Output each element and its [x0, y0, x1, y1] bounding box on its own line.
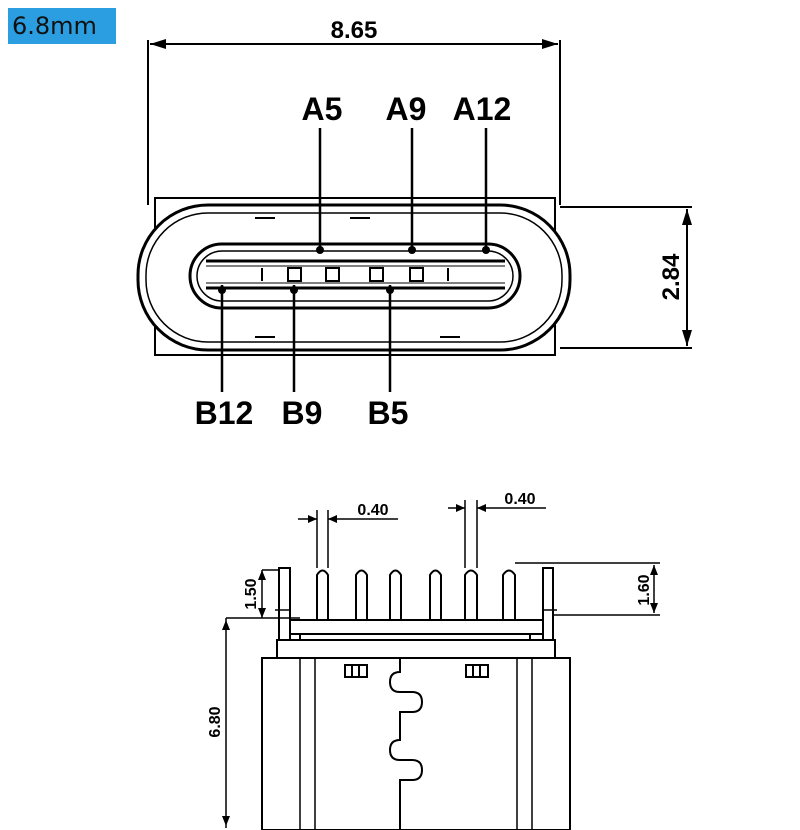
- size-badge: 6.8mm: [8, 8, 116, 44]
- pin-width-arrow-l2: [456, 504, 465, 512]
- leader-dot-a5: [316, 246, 324, 254]
- pin-label-a12: A12: [453, 91, 512, 127]
- height-arrow-top: [682, 209, 692, 225]
- body-flange: [276, 639, 556, 659]
- side-pin: [464, 569, 478, 620]
- pin-label-a9: A9: [386, 91, 427, 127]
- latch-window-left: [344, 664, 368, 678]
- break-line: [388, 658, 424, 830]
- side-pin: [389, 569, 402, 620]
- contact-pad: [409, 267, 424, 282]
- width-arrow-left: [150, 39, 166, 49]
- right-h-arrow-bottom: [650, 603, 658, 613]
- contact-pad: [369, 267, 384, 282]
- leader-dot-b12: [218, 286, 226, 294]
- body-h-arrow-bottom: [222, 816, 230, 826]
- leader-dot-a12: [482, 246, 490, 254]
- leader-dot-b5: [386, 286, 394, 294]
- contact-pad: [287, 267, 302, 282]
- height-arrow-bottom: [682, 330, 692, 346]
- top-view: 8.65 A5 A9 A12: [136, 17, 692, 431]
- pin-width-arrow-r: [328, 515, 337, 523]
- left-h-arrow-top: [258, 570, 266, 580]
- right-pin-height-label: 1.60: [636, 574, 653, 605]
- housing-top-bar: [289, 619, 544, 635]
- right-h-arrow-top: [650, 565, 658, 575]
- shell-inner: [145, 212, 563, 343]
- pin-label-b9: B9: [282, 395, 323, 431]
- side-pin: [355, 569, 368, 620]
- contact-pad: [325, 267, 340, 282]
- body-main: [261, 657, 571, 830]
- pin-label-b12: B12: [195, 395, 254, 431]
- pin-width-arrow-r2: [477, 504, 486, 512]
- receptacle-opening: [188, 242, 522, 310]
- side-pin: [429, 569, 442, 620]
- body-h-arrow-top: [222, 620, 230, 630]
- width-dim-label: 8.65: [331, 17, 378, 44]
- leader-dot-a9: [408, 246, 416, 254]
- receptacle-inner: [196, 250, 514, 302]
- left-pin-height-label: 1.50: [243, 578, 260, 609]
- mount-leg-left: [278, 567, 291, 640]
- pin-width-arrow-l: [308, 515, 317, 523]
- side-pin: [502, 569, 516, 620]
- pin-label-b5: B5: [368, 395, 409, 431]
- pin-width-label-right: 0.40: [504, 491, 535, 508]
- width-arrow-right: [542, 39, 558, 49]
- height-dim-label: 2.84: [658, 253, 685, 300]
- side-pin: [316, 569, 329, 620]
- side-view: 0.40 0.40 1.50 1.60: [207, 491, 660, 830]
- latch-window-right: [465, 664, 489, 678]
- pin-width-label-left: 0.40: [357, 502, 388, 519]
- body-height-label: 6.80: [207, 706, 224, 737]
- mount-leg-right: [542, 567, 554, 640]
- pin-label-a5: A5: [302, 91, 343, 127]
- left-h-arrow-bottom: [258, 608, 266, 618]
- leader-dot-b9: [290, 286, 298, 294]
